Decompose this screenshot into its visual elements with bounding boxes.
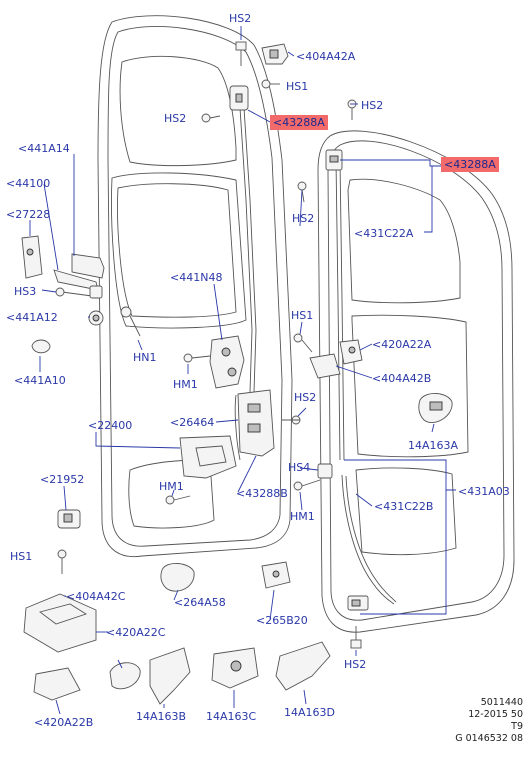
left-rear-door <box>97 15 293 558</box>
label-264a58: <264A58 <box>174 596 226 609</box>
reference-line-3: T9 <box>511 721 523 732</box>
bracket-404a42c <box>23 593 97 653</box>
label-hm1-a: HM1 <box>173 378 198 391</box>
label-27228: <27228 <box>6 208 51 221</box>
handle-441a14 <box>53 253 105 291</box>
label-441a10: <441A10 <box>14 374 66 387</box>
label-hs1-mid: HS1 <box>291 309 314 322</box>
label-hs2-a: HS2 <box>164 112 187 125</box>
screw-hm1-b <box>165 495 191 505</box>
label-hs2-c: HS2 <box>294 391 317 404</box>
label-hs4: HS4 <box>288 461 311 474</box>
label-hs1-low: HS1 <box>10 550 33 563</box>
screw-hs1-top <box>261 79 280 89</box>
screw-hs2-right <box>347 99 357 120</box>
hinge-420a22a <box>339 339 363 365</box>
label-441n48: <441N48 <box>170 271 223 284</box>
label-hs2-top: HS2 <box>229 12 252 25</box>
upper-latch-left <box>229 85 249 111</box>
label-hs2-right-top: HS2 <box>361 99 384 112</box>
label-22400: <22400 <box>88 419 133 432</box>
bracket-404a42b <box>309 353 341 379</box>
screw-hs2-a <box>201 113 221 123</box>
reference-line-2: 12-2015 50 <box>468 709 523 720</box>
label-404a42a: <404A42A <box>296 50 356 63</box>
inner-handle-22400 <box>179 435 237 479</box>
label-404a42c: <404A42C <box>66 590 126 603</box>
part-21952 <box>57 509 81 529</box>
bracket-14a163d <box>275 641 331 691</box>
bush-441a12 <box>88 310 104 326</box>
bracket-14a163a <box>418 393 453 423</box>
reference-block: 5011440 12-2015 50 T9 G 0146532 08 <box>455 697 523 745</box>
reference-line-4: G 0146532 08 <box>455 733 523 744</box>
bracket-404a42a <box>261 43 289 65</box>
label-431c22b: <431C22B <box>374 500 434 513</box>
screw-hs2-bottom <box>350 626 362 649</box>
label-14a163d: 14A163D <box>284 706 335 719</box>
label-hs3: HS3 <box>14 285 37 298</box>
label-44100: <44100 <box>6 177 51 190</box>
label-hs2-b: HS2 <box>292 212 315 225</box>
label-420a22a: <420A22A <box>372 338 432 351</box>
label-441a12: <441A12 <box>6 311 58 324</box>
label-431c22a: <431C22A <box>354 227 414 240</box>
label-hm1-c: HM1 <box>290 510 315 523</box>
screw-hm1-a <box>183 353 211 363</box>
label-265b20: <265B20 <box>256 614 308 627</box>
clip-hs3 <box>55 285 103 299</box>
reference-line-1: 5011440 <box>480 697 523 708</box>
label-43288b: <43288B <box>236 487 288 500</box>
nut-hn1 <box>120 306 141 337</box>
actuator-264a58 <box>160 563 195 592</box>
bracket-265b20 <box>261 561 291 589</box>
label-441a14: <441A14 <box>18 142 70 155</box>
label-404a42b: <404A42B <box>372 372 432 385</box>
label-26464: <26464 <box>170 416 215 429</box>
label-14a163b: 14A163B <box>136 710 187 723</box>
upper-latch-right <box>325 149 343 171</box>
label-431a03: <431A03 <box>458 485 510 498</box>
lock-26464 <box>237 389 275 457</box>
bracket-14a163b <box>149 647 191 705</box>
label-14a163c: 14A163C <box>206 710 257 723</box>
label-420a22b: <420A22B <box>34 716 94 729</box>
screw-hm1-c <box>293 479 321 491</box>
screw-hs1-low <box>57 549 67 574</box>
screw-hs1-mid <box>293 333 313 353</box>
right-rear-door <box>317 130 515 633</box>
label-hs1-top: HS1 <box>286 80 309 93</box>
cap-441a10 <box>31 339 51 354</box>
label-hm1-b: HM1 <box>159 480 184 493</box>
screw-hs4 <box>317 463 333 479</box>
gasket-420a22b <box>33 667 81 701</box>
label-43288a-left: <43288A <box>270 115 328 130</box>
label-21952: <21952 <box>40 473 85 486</box>
bezel-27228 <box>21 235 43 279</box>
screw-hs2-c <box>282 415 301 425</box>
cover-420a22c <box>109 662 141 690</box>
label-420a22c: <420A22C <box>106 626 166 639</box>
label-hs2-bottom: HS2 <box>344 658 367 671</box>
label-43288a-right: <43288A <box>441 157 499 172</box>
screw-hs2-top <box>235 41 247 66</box>
label-hn1: HN1 <box>133 351 157 364</box>
label-14a163a: 14A163A <box>408 439 459 452</box>
bracket-14a163c <box>211 647 259 689</box>
latch-441n48 <box>209 335 245 389</box>
lower-latch-right <box>347 595 369 611</box>
